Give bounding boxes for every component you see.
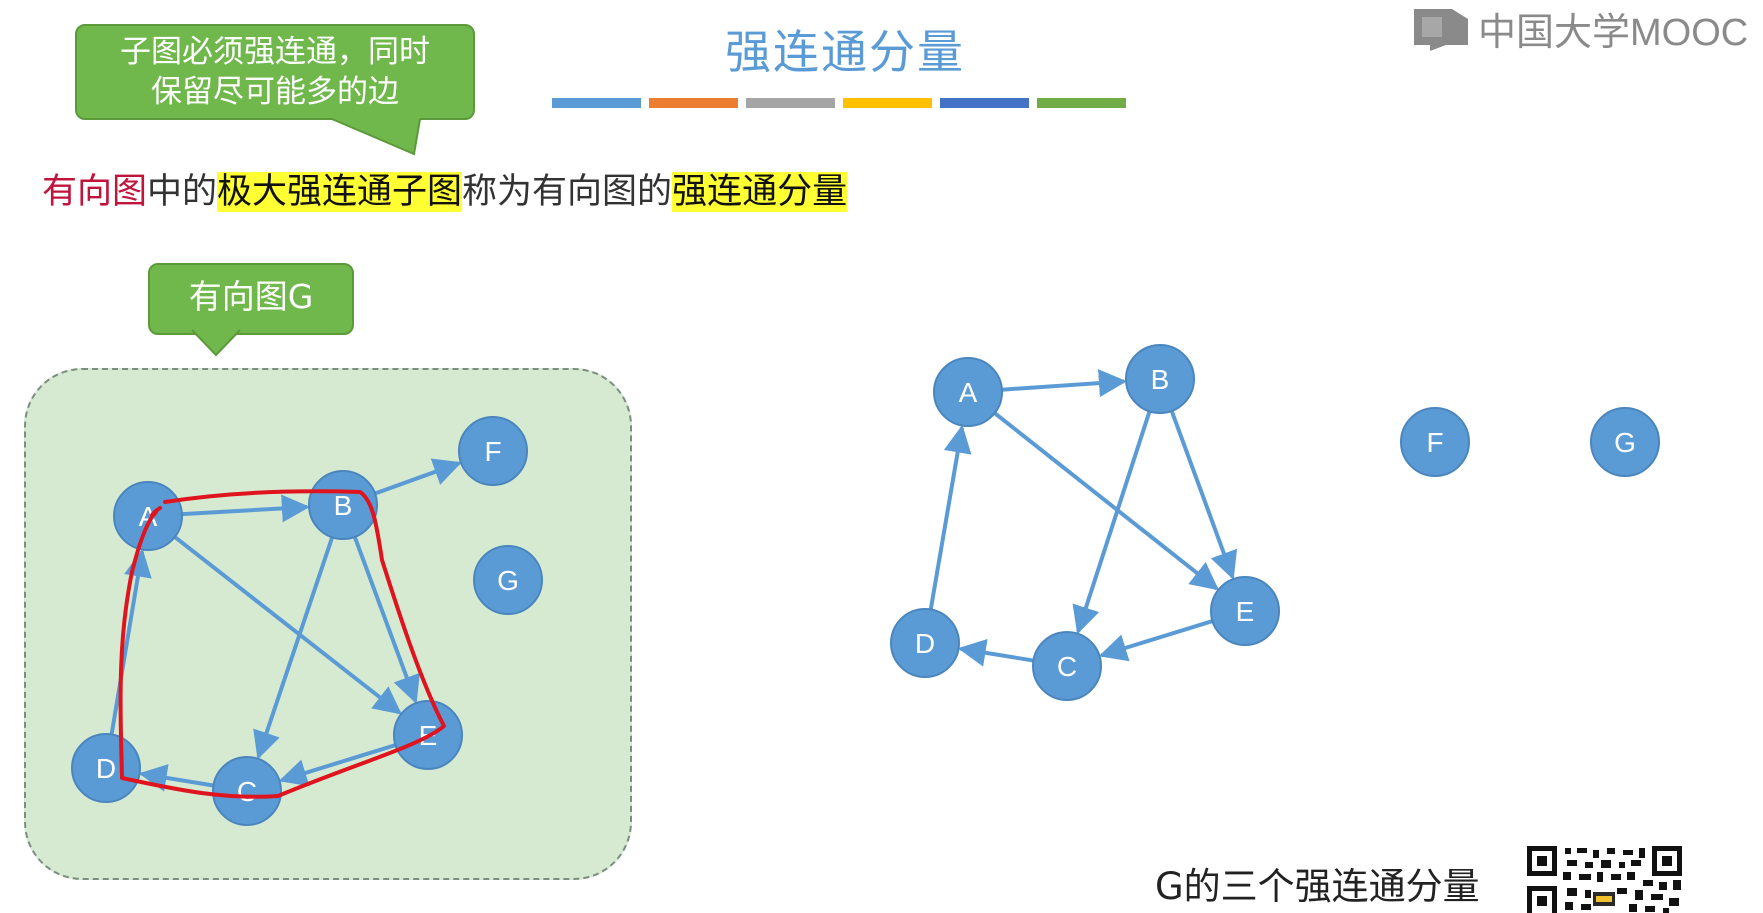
left-node-B	[308, 470, 378, 540]
color-bar-3	[746, 98, 835, 108]
definition-term-directed-graph: 有向图	[42, 172, 148, 212]
left-node-F	[458, 416, 528, 486]
left-node-A	[113, 481, 183, 551]
graph-left-edges	[109, 458, 462, 792]
left-edge-E-C	[278, 743, 397, 787]
color-bars	[552, 98, 1126, 108]
callout-graph-tail	[191, 329, 241, 357]
mooc-logo-text: 中国大学MOOC	[1478, 11, 1749, 54]
right-node-label-A: A	[959, 377, 978, 408]
left-node-label-G: G	[497, 565, 519, 596]
right-edge-E-C	[1098, 619, 1214, 662]
right-edge-D-A	[928, 424, 972, 610]
right-node-C	[1032, 631, 1102, 701]
left-node-C	[212, 756, 282, 826]
red-annotation-stroke	[118, 489, 446, 799]
definition-text-2: 称为有向图的	[462, 172, 673, 212]
graph-right-edges	[928, 369, 1238, 667]
right-node-label-B: B	[1151, 364, 1170, 395]
right-edge-B-E	[1169, 410, 1238, 580]
left-node-label-B: B	[334, 490, 353, 521]
color-bar-1	[552, 98, 641, 108]
left-edge-A-B	[181, 494, 310, 523]
right-node-label-C: C	[1057, 651, 1077, 682]
right-node-A	[933, 357, 1003, 427]
right-edge-A-B	[1001, 369, 1127, 398]
color-bar-2	[649, 98, 738, 108]
left-node-label-C: C	[237, 776, 257, 807]
right-node-G	[1590, 407, 1660, 477]
definition-sentence: 有向图中的极大强连通子图称为有向图的强连通分量	[42, 163, 848, 214]
callout-strongly-connected-note: 子图必须强连通，同时 保留尽可能多的边	[75, 24, 475, 120]
page-title: 强连通分量	[725, 25, 965, 79]
left-node-label-D: D	[96, 753, 116, 784]
left-edge-B-C	[253, 536, 335, 760]
graph-right-nodes: A B C D E F G	[890, 344, 1660, 701]
right-edge-A-E	[993, 411, 1219, 591]
color-bar-4	[843, 98, 932, 108]
definition-highlight-scc: 强连通分量	[672, 172, 848, 212]
right-node-B	[1125, 344, 1195, 414]
left-edge-A-E	[173, 535, 402, 715]
qr-code-icon	[1527, 846, 1682, 913]
right-edge-C-D	[957, 638, 1034, 667]
left-edge-B-F	[374, 458, 462, 496]
callout-line-1: 子图必须强连通，同时	[120, 34, 430, 70]
right-node-label-D: D	[915, 628, 935, 659]
left-edge-D-A	[109, 548, 152, 735]
right-node-label-G: G	[1614, 427, 1636, 458]
mooc-logo: 中国大学MOOC	[1412, 6, 1748, 54]
definition-highlight-maximal-subgraph: 极大强连通子图	[217, 172, 463, 212]
scc-caption: G的三个强连通分量	[1155, 865, 1480, 908]
right-node-label-E: E	[1236, 596, 1255, 627]
left-node-label-A: A	[139, 501, 158, 532]
color-bar-5	[940, 98, 1029, 108]
right-node-F	[1400, 407, 1470, 477]
mooc-logo-icon	[1414, 9, 1468, 51]
right-node-label-F: F	[1426, 427, 1443, 458]
right-node-D	[890, 608, 960, 678]
definition-text-1: 中的	[147, 172, 218, 212]
left-edge-C-D	[138, 764, 214, 792]
color-bar-6	[1037, 98, 1126, 108]
callout-line-2: 保留尽可能多的边	[151, 74, 399, 110]
right-edge-B-C	[1072, 410, 1152, 635]
left-node-G	[473, 545, 543, 615]
callout-graph-g: 有向图G	[148, 263, 354, 335]
left-node-label-F: F	[484, 436, 501, 467]
callout-tail	[331, 118, 421, 156]
right-node-E	[1210, 576, 1280, 646]
left-edge-B-E	[352, 536, 420, 704]
